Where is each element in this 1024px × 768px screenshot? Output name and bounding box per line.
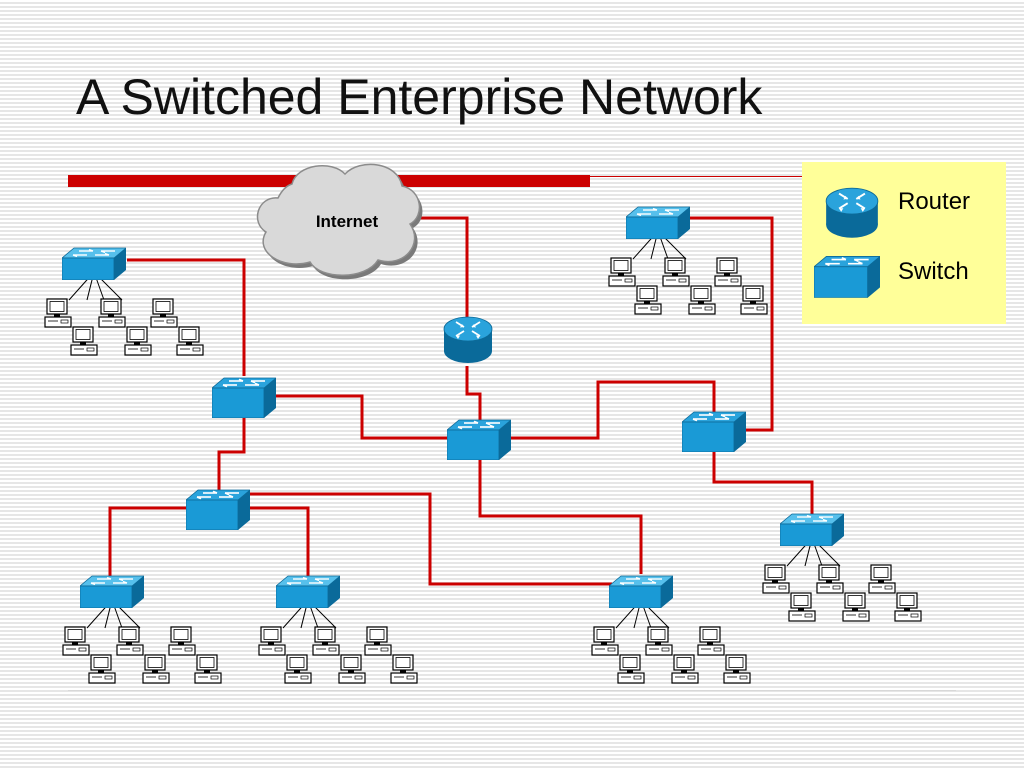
router-icon [443, 316, 493, 364]
legend-router-label: Router [898, 188, 971, 215]
link-core-distright [510, 380, 716, 440]
link-internet-router [412, 216, 469, 318]
link-distlower-access-bottommid [250, 506, 310, 576]
footer-divider [68, 690, 956, 691]
title-underline-thin [590, 176, 980, 177]
legend-switch-icon [814, 255, 880, 298]
link-distleft-access-topleft [127, 258, 246, 376]
access-cluster-topright [609, 207, 767, 314]
link-core-distleft [276, 394, 450, 440]
network-links [108, 216, 814, 586]
link-distright-access-topright [689, 216, 774, 432]
distribution-switch-right-icon [682, 411, 746, 452]
access-cluster-bottomright [763, 514, 921, 621]
link-core-access-midright [478, 460, 643, 574]
access-cluster-bottommid [259, 576, 417, 683]
legend-router-icon [825, 187, 879, 239]
link-distleft-distlower [217, 416, 246, 490]
legend-switch-label: Switch [898, 258, 969, 285]
slide-title: A Switched Enterprise Network [76, 69, 763, 125]
legend: Router Switch [802, 162, 1006, 324]
distribution-switch-lower-icon [186, 489, 250, 530]
access-cluster-topleft [45, 248, 203, 355]
link-distright-access-bottomright [712, 452, 814, 516]
link-router-core [465, 366, 482, 420]
internet-cloud-icon: Internet [256, 163, 423, 280]
access-cluster-bottomleft [63, 576, 221, 683]
distribution-switch-left-icon [212, 377, 276, 418]
core-switch-icon [447, 419, 511, 460]
access-cluster-bottommidright [592, 576, 750, 683]
link-distlower-access-midright [250, 492, 612, 586]
internet-label: Internet [316, 212, 379, 231]
link-distlower-access-bottomleft [108, 506, 190, 576]
